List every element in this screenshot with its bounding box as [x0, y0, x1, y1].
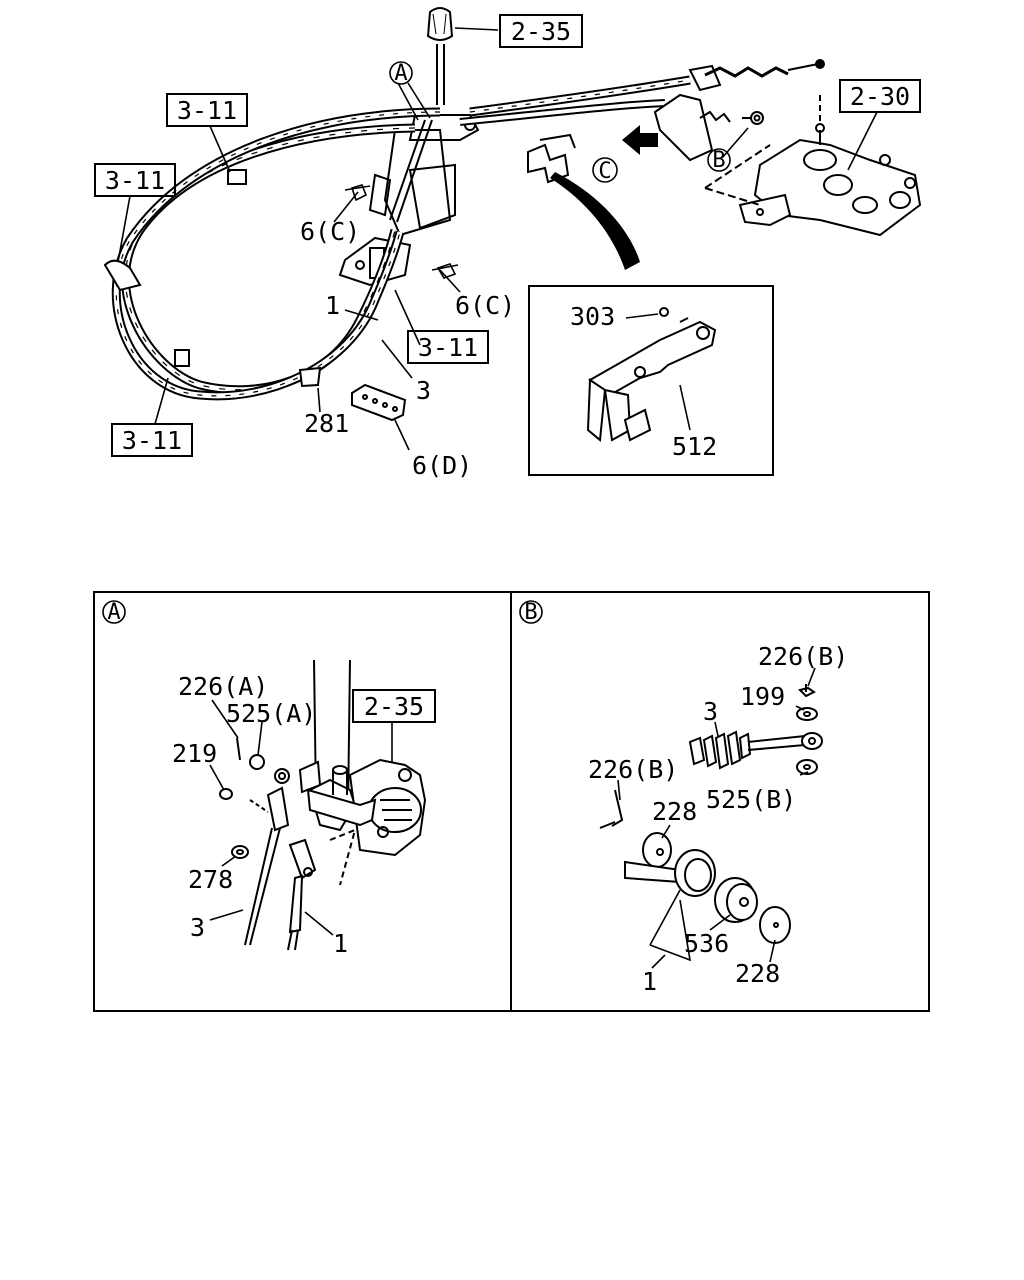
ref-box-cable-bottom: 3-11: [111, 423, 193, 457]
svg-text:3-11: 3-11: [177, 96, 237, 125]
label-226b-left: 226(B): [588, 755, 678, 784]
ref-box-cable-left: 3-11: [94, 163, 176, 197]
label-226a: 226(A): [178, 672, 268, 701]
label-226b-top: 226(B): [758, 642, 848, 671]
label-6d: 6(D): [412, 451, 472, 480]
svg-text:3-11: 3-11: [105, 166, 165, 195]
label-228-top: 228: [652, 797, 697, 826]
inset-pointer-arrow: [550, 172, 640, 270]
label-525b: 525(B): [706, 785, 796, 814]
block-6d: [351, 383, 407, 422]
callout-a: A: [389, 61, 413, 86]
ref-box-transmission: 2-30: [839, 79, 921, 113]
leader-lines: [117, 27, 878, 451]
label-6c-lower: 6(C): [455, 291, 515, 320]
detail-b-leaders: [617, 667, 816, 969]
cable-end-linkage: [653, 59, 825, 162]
svg-text:2-35: 2-35: [364, 692, 424, 721]
label-219: 219: [172, 739, 217, 768]
ref-box-cable-mid: 3-11: [407, 330, 489, 364]
cable-clamps: [103, 169, 322, 388]
detail-a: A: [102, 600, 436, 958]
svg-text:A: A: [394, 61, 407, 86]
label-281: 281: [304, 409, 349, 438]
label-b-3: 3: [703, 697, 718, 726]
cables-to-transmission: [459, 75, 691, 126]
svg-text:B: B: [524, 600, 537, 625]
svg-text:B: B: [712, 148, 725, 173]
label-b-1: 1: [642, 967, 657, 996]
inset-label-512: 512: [672, 432, 717, 461]
direction-arrow: [622, 125, 658, 155]
top-figure: 2-35 2-30 3-11 3-11 3-11 3-11 A B: [94, 7, 922, 480]
detail-panels: A: [93, 591, 930, 1012]
inset-bracket-detail: 303 512: [528, 285, 774, 476]
callout-b: B: [707, 148, 731, 173]
label-1: 1: [325, 291, 340, 320]
bracket-c: [527, 133, 576, 184]
label-536: 536: [684, 929, 729, 958]
label-525a: 525(A): [226, 699, 316, 728]
detail-a-leaders: [209, 699, 334, 936]
svg-text:3-11: 3-11: [122, 426, 182, 455]
detail-a-ref-box: 2-35: [352, 689, 436, 762]
svg-text:2-30: 2-30: [850, 82, 910, 111]
svg-text:A: A: [107, 600, 120, 625]
label-278: 278: [188, 865, 233, 894]
detail-b: B: [519, 600, 848, 996]
callout-c: C: [592, 157, 618, 184]
svg-text:3-11: 3-11: [418, 333, 478, 362]
cable-3-loop: [111, 107, 441, 401]
shift-lever: [368, 7, 480, 237]
svg-text:2-35: 2-35: [511, 17, 571, 46]
ref-box-shift-lever: 2-35: [499, 14, 583, 48]
label-6c-upper: 6(C): [300, 217, 360, 246]
label-3: 3: [416, 376, 431, 405]
ref-box-cable-upper: 3-11: [166, 93, 248, 127]
label-228-bottom: 228: [735, 959, 780, 988]
svg-text:C: C: [598, 159, 611, 184]
label-199: 199: [740, 682, 785, 711]
label-a-1: 1: [333, 929, 348, 958]
transmission-assembly: [704, 95, 922, 237]
label-a-3: 3: [190, 913, 205, 942]
inset-label-303: 303: [570, 302, 615, 331]
